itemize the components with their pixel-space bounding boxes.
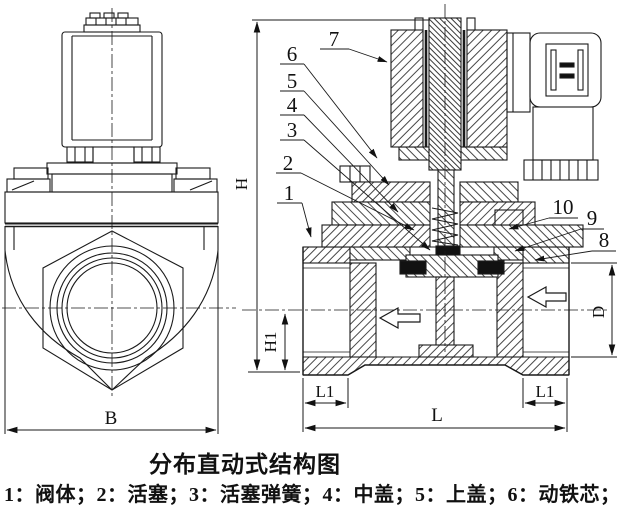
flow-arrow-right	[526, 285, 567, 309]
dim-label-D: D	[589, 306, 608, 318]
callout-8: 8	[599, 228, 610, 252]
piston-seal-left	[399, 260, 427, 275]
dim-label-H1: H1	[261, 332, 280, 353]
dim-label-B: B	[105, 408, 118, 429]
electrical-connector	[506, 32, 602, 181]
dimension-B: B	[4, 232, 219, 434]
pilot-seal	[435, 245, 461, 256]
callouts: 7 6 5 4 3 2 1 10 9 8	[276, 27, 616, 262]
callout-10: 10	[553, 195, 574, 219]
callout-2: 2	[283, 151, 294, 175]
dimensions: H H1 L1 L1 L D	[232, 19, 617, 432]
dim-label-L1-right: L1	[536, 382, 555, 401]
callout-6: 6	[287, 42, 298, 66]
section-view	[242, 4, 608, 376]
callout-7: 7	[329, 27, 340, 51]
diagram-title: 分布直动式结构图	[149, 451, 341, 477]
dim-label-L1-left: L1	[316, 382, 335, 401]
callout-5: 5	[287, 69, 298, 93]
callout-3: 3	[287, 118, 298, 142]
parts-legend: 1：阀体；2：活塞；3：活塞弹簧；4：中盖；5：上盖；6：动铁芯；	[4, 482, 621, 506]
piston-spring	[431, 207, 459, 246]
flow-arrow-left	[378, 306, 421, 330]
piston-seal-right	[477, 260, 505, 275]
callout-9: 9	[587, 206, 598, 230]
callout-1: 1	[284, 181, 295, 205]
left-view	[2, 8, 236, 398]
dim-label-L: L	[431, 405, 443, 426]
dim-label-H: H	[232, 178, 251, 190]
callout-4: 4	[287, 93, 298, 117]
